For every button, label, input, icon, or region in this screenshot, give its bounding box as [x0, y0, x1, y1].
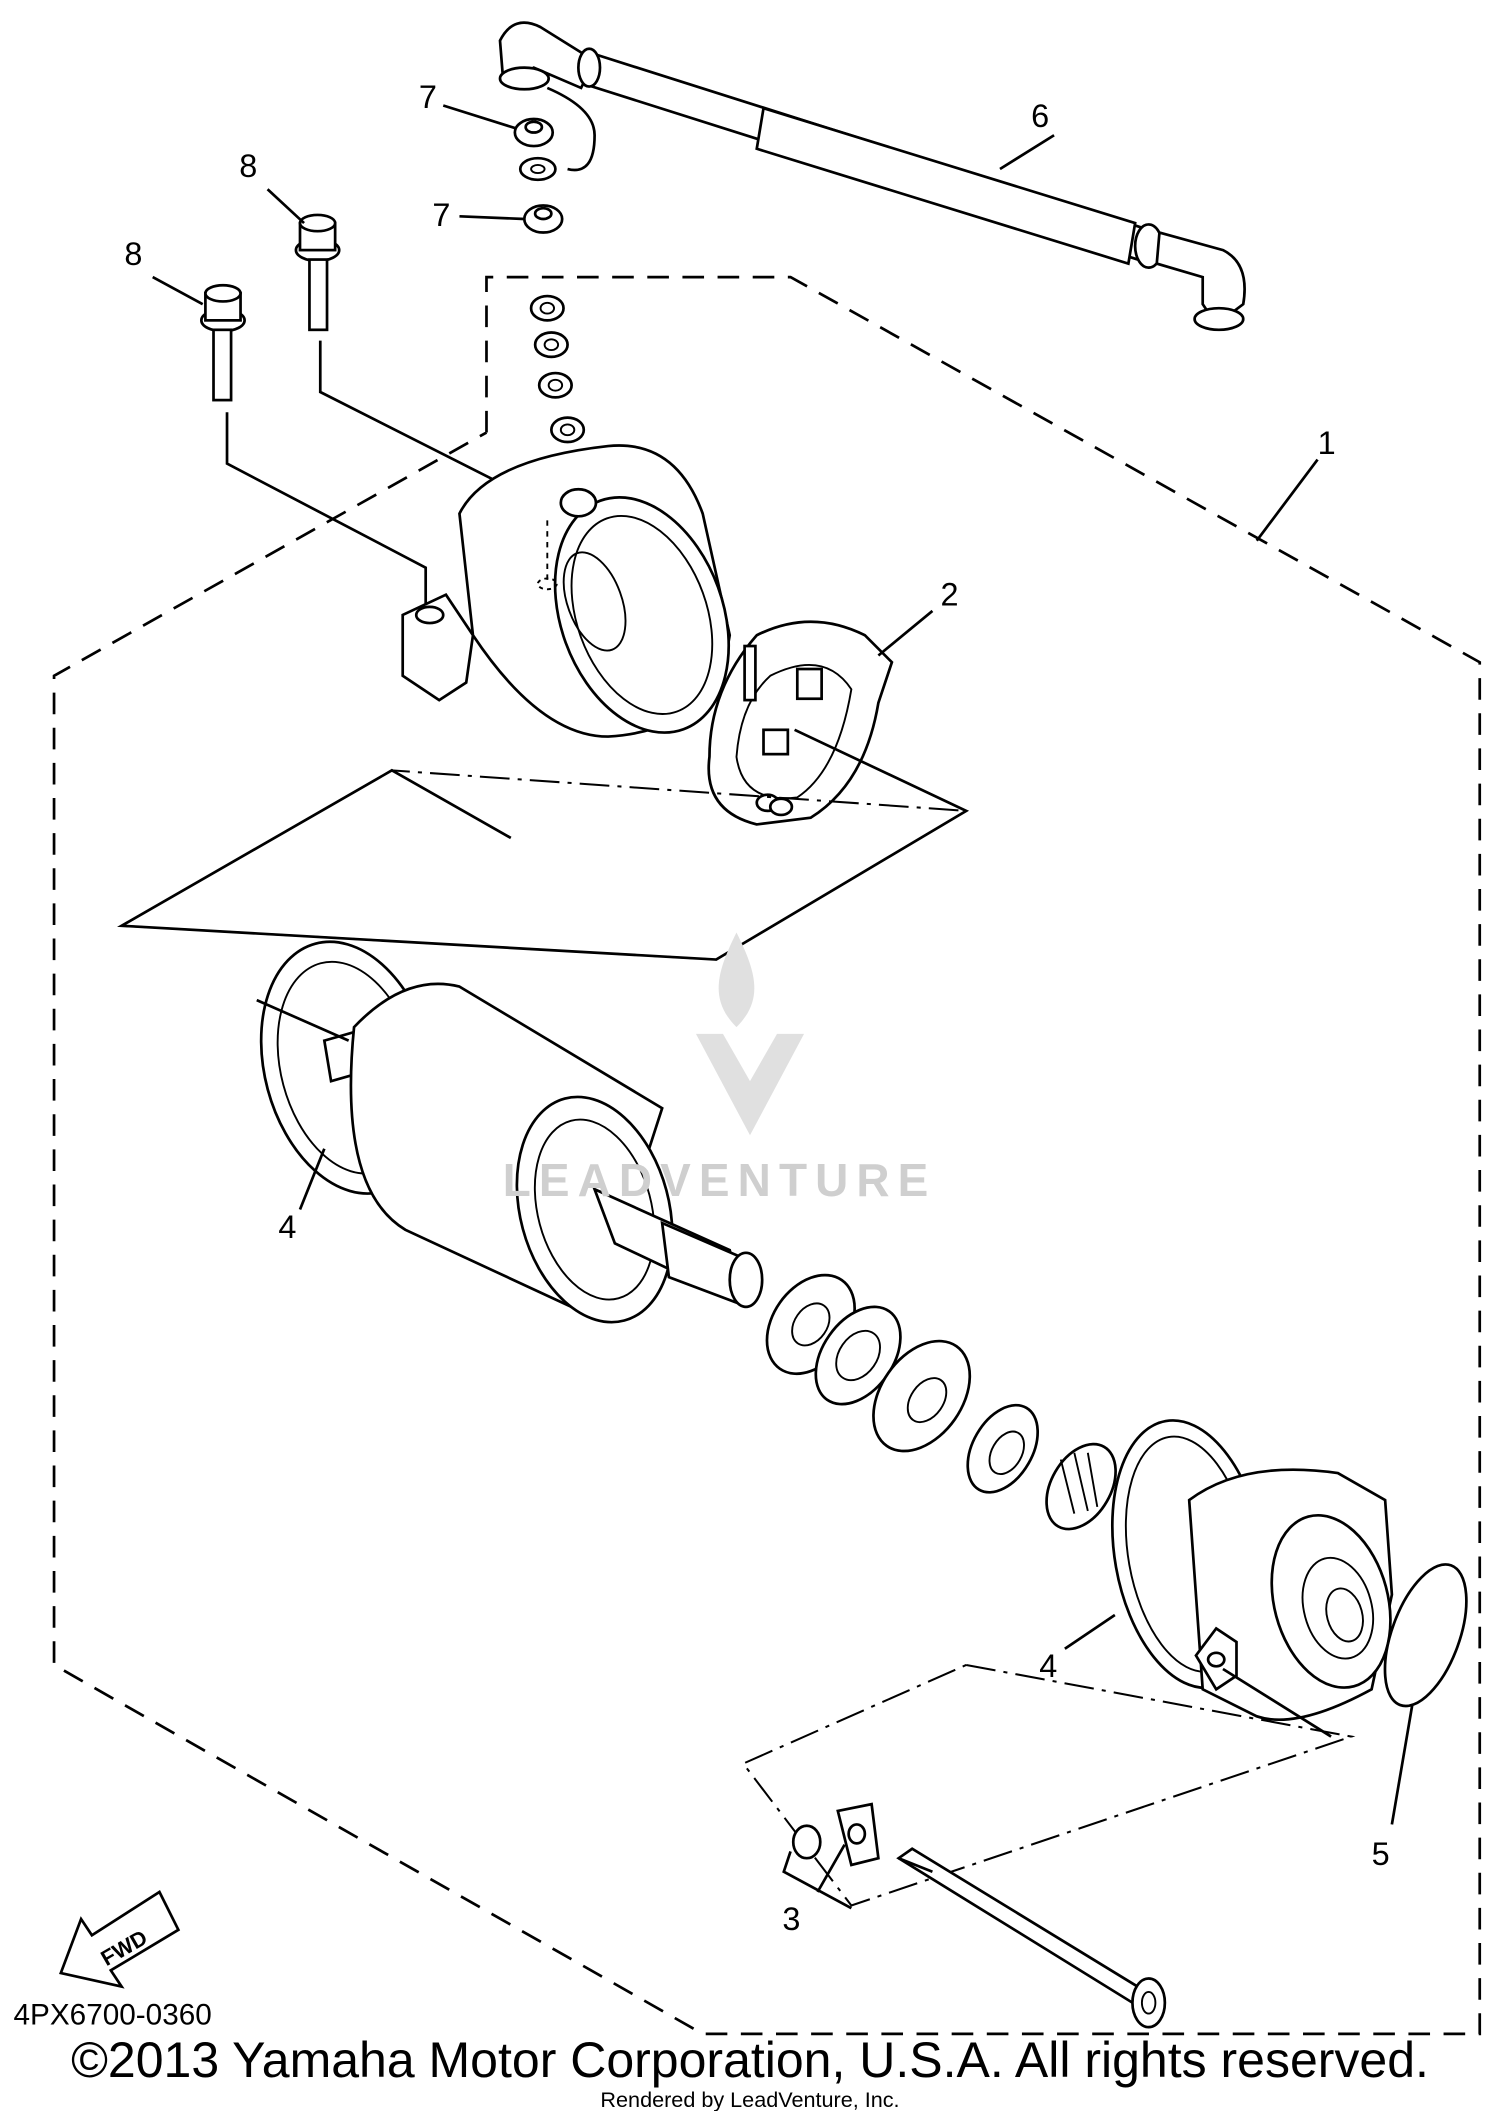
callout-4-armature: 4: [278, 1209, 296, 1245]
callout-7-top: 7: [419, 79, 437, 115]
armature: [256, 940, 764, 1324]
fwd-arrow-icon: FWD: [58, 1890, 181, 1989]
watermark-text: LEADVENTURE: [503, 1154, 937, 1206]
cover-leader: [1222, 1667, 1332, 1738]
callout-8-left: 8: [124, 236, 142, 272]
part3-leader: [782, 1844, 852, 1910]
callout-3: 3: [782, 1901, 800, 1937]
rendered-by: Rendered by LeadVenture, Inc.: [600, 2087, 899, 2111]
leadventure-watermark: LEADVENTURE: [503, 932, 937, 1206]
needle-bearing: [1045, 1442, 1117, 1531]
armature-leader: [121, 769, 970, 961]
starter-yoke: [401, 444, 732, 738]
o-ring-small: [791, 1824, 822, 1860]
callout-1: 1: [1318, 425, 1336, 461]
callout-4-cover: 4: [1039, 1648, 1057, 1684]
washer-terminal: [518, 156, 557, 182]
o-ring: [1383, 1563, 1468, 1708]
nut-7-bottom: [522, 204, 564, 234]
washer-stack: [529, 294, 586, 444]
bolt-leader: [741, 1663, 1356, 1907]
part-number: 4PX6700-0360: [14, 1998, 212, 2031]
plate-washer: [836, 1802, 880, 1867]
front-cover: [1110, 1419, 1394, 1722]
callout-7-bottom: 7: [432, 197, 450, 233]
copyright: ©2013 Yamaha Motor Corporation, U.S.A. A…: [71, 2032, 1429, 2088]
callout-2: 2: [941, 577, 959, 613]
callout-5: 5: [1372, 1836, 1390, 1872]
bolt-8-left: [200, 283, 428, 609]
through-bolt: [896, 1847, 1167, 2029]
nut-7-top: [513, 117, 555, 148]
callout-8-right: 8: [239, 148, 257, 184]
callout-leaders: [152, 104, 1414, 1825]
starter-cable: [498, 21, 1246, 332]
shims-washers: [765, 1273, 972, 1453]
bolt-8-right: [294, 213, 548, 509]
oil-seal-bearing: [966, 1403, 1040, 1494]
callout-6: 6: [1031, 98, 1049, 134]
assembly-boundary: [52, 275, 1482, 2036]
